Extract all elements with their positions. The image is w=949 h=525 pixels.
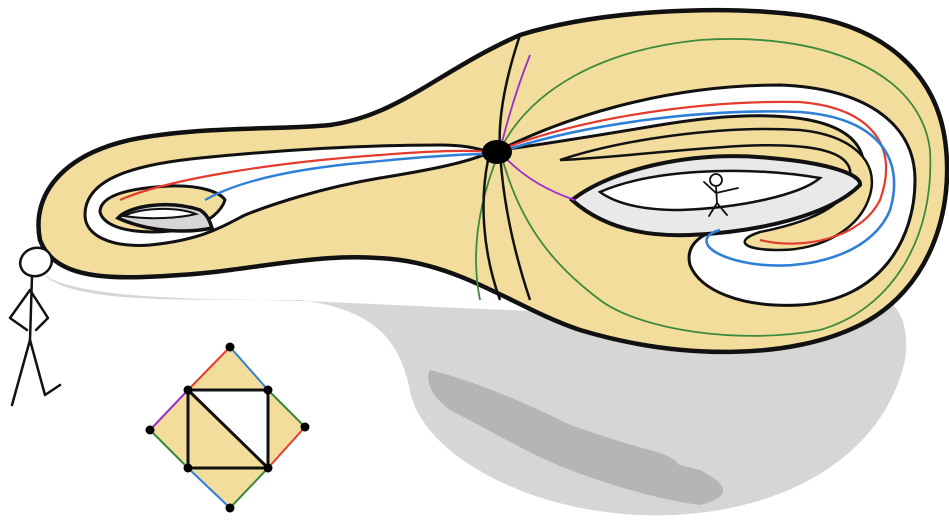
vertex xyxy=(264,386,273,395)
large-figure-body xyxy=(30,276,32,340)
polygon-flap-top xyxy=(188,347,268,390)
polygon-flap-bottom xyxy=(188,468,268,508)
vertex xyxy=(184,464,193,473)
vertex xyxy=(226,343,235,352)
fundamental-polygon xyxy=(146,343,310,513)
vertex xyxy=(226,504,235,513)
vertex xyxy=(184,386,193,395)
large-stick-figure xyxy=(10,243,60,405)
vertex xyxy=(264,464,273,473)
polygon-flap-right xyxy=(268,390,305,468)
small-figure-body xyxy=(716,186,717,203)
vertex xyxy=(301,423,310,432)
vertex xyxy=(146,426,155,435)
large-figure-arms xyxy=(10,290,48,330)
large-figure-legs xyxy=(12,340,60,405)
polygon-flap-left xyxy=(150,390,188,468)
basepoint-dot xyxy=(482,140,512,164)
